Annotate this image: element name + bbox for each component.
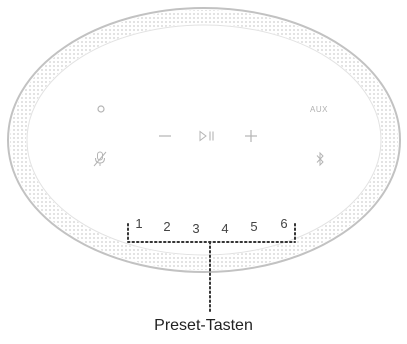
speaker-top-surface — [26, 24, 382, 256]
speaker-outer-outline — [7, 7, 401, 273]
aux-button[interactable]: AUX — [303, 100, 335, 118]
preset-button-2[interactable]: 2 — [163, 218, 171, 234]
bluetooth-icon — [316, 151, 324, 167]
aux-label: AUX — [310, 104, 328, 114]
bluetooth-button[interactable] — [310, 148, 330, 170]
preset-button-5[interactable]: 5 — [250, 218, 258, 234]
preset-button-6[interactable]: 6 — [280, 215, 288, 231]
preset-button-3[interactable]: 3 — [192, 220, 200, 236]
microphone-off-icon — [93, 151, 107, 167]
power-button[interactable] — [91, 99, 111, 119]
preset-button-1[interactable]: 1 — [135, 215, 143, 231]
volume-down-button[interactable] — [154, 125, 176, 147]
preset-button-4[interactable]: 4 — [221, 220, 229, 236]
callout-bracket — [127, 223, 296, 313]
preset-buttons-callout-label: Preset-Tasten — [154, 317, 253, 334]
microphone-off-button[interactable] — [89, 148, 111, 170]
play-pause-button[interactable] — [196, 125, 220, 147]
power-icon — [97, 105, 105, 113]
play-pause-icon — [199, 130, 214, 142]
plus-icon — [245, 130, 257, 142]
volume-up-button[interactable] — [240, 125, 262, 147]
minus-icon — [159, 135, 171, 137]
